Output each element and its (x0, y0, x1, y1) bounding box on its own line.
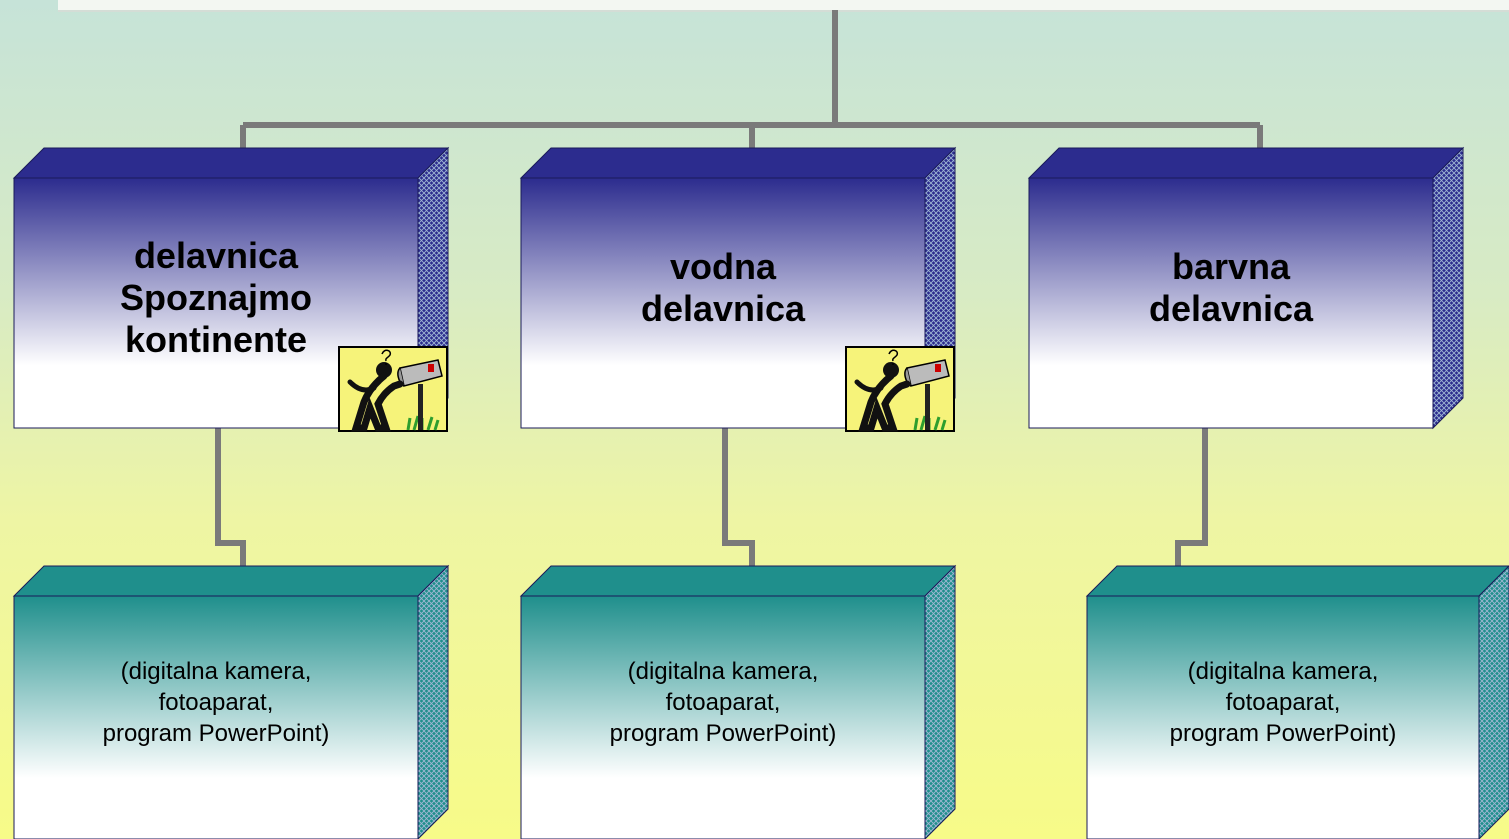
box-3d-shape (12, 564, 450, 839)
tool-label: (digitalna kamera, fotoaparat, program Pow… (1087, 596, 1479, 809)
tool-label-line: (digitalna kamera, (627, 658, 819, 685)
top-bar (58, 0, 1509, 12)
tool-box-1: (digitalna kamera, fotoaparat, program Pow… (12, 564, 450, 839)
tool-box-3: (digitalna kamera, fotoaparat, program Pow… (1085, 565, 1509, 839)
workshop-label-line: Spoznajmo (119, 277, 312, 318)
workshop-label-line: delavnica (133, 235, 299, 276)
tool-label-line: fotoaparat, (665, 689, 781, 716)
box-3d-shape (1027, 146, 1465, 430)
tool-label: (digitalna kamera, fotoaparat, program Pow… (521, 596, 925, 809)
workshop-label-line: barvna (1171, 246, 1291, 287)
tool-label-line: fotoaparat, (1225, 689, 1341, 716)
tool-label-line: program PowerPoint) (102, 720, 330, 747)
workshop-label-line: vodna (669, 246, 776, 287)
workshop-label-line: delavnica (640, 288, 806, 329)
tool-label-line: program PowerPoint) (1169, 720, 1397, 747)
workshop-label-line: kontinente (124, 319, 307, 360)
tool-label-line: (digitalna kamera, (1187, 658, 1379, 685)
workshop-label-line: delavnica (1148, 288, 1314, 329)
person-at-mailbox-icon (845, 346, 955, 432)
person-at-mailbox-icon (338, 346, 448, 432)
box-3d-shape (1085, 565, 1509, 839)
tool-label: (digitalna kamera, fotoaparat, program Pow… (14, 596, 418, 809)
tool-label-line: program PowerPoint) (609, 720, 837, 747)
box-3d-shape (519, 564, 957, 839)
tool-label-line: fotoaparat, (158, 689, 274, 716)
tool-box-2: (digitalna kamera, fotoaparat, program Pow… (519, 564, 957, 839)
tool-label-line: (digitalna kamera, (120, 658, 312, 685)
